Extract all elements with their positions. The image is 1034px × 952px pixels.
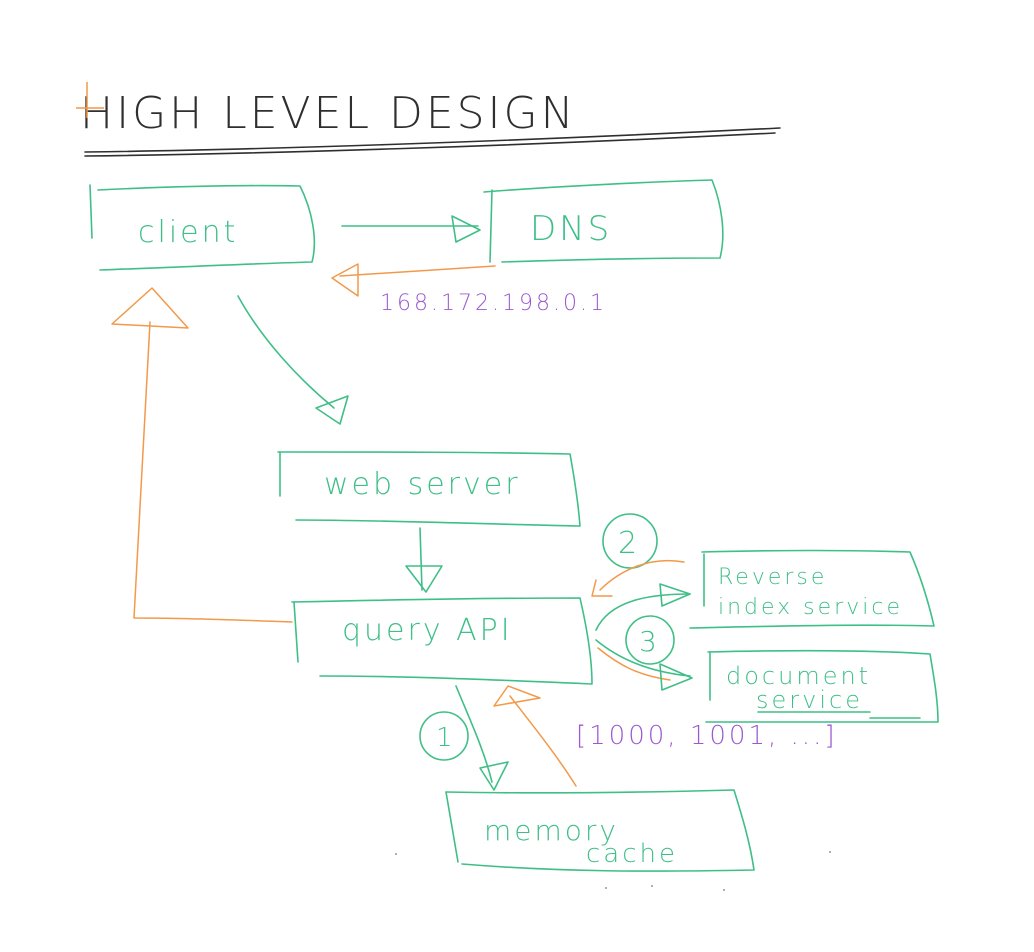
- query-to-document-line: [595, 639, 691, 677]
- reverse-index-label-line2: index service: [718, 595, 903, 620]
- query-to-cache-line: [455, 685, 493, 783]
- document-ids-list: [1000, 1001, ...]: [576, 721, 837, 751]
- title-text: HIGH LEVEL DESIGN: [80, 88, 577, 139]
- stray-marks: [395, 851, 831, 891]
- stray-dot: [651, 885, 653, 887]
- cache-to-query-line: [509, 695, 577, 787]
- dns-node: DNS: [483, 179, 724, 263]
- query-api-box-left-edge: [293, 601, 299, 663]
- client-box: [97, 184, 316, 271]
- web-server-box: [277, 451, 581, 527]
- title-orange-cursor-mark: [76, 82, 104, 118]
- cache-to-query-arrowhead: [493, 685, 541, 707]
- reverse-index-node: Reverse index service: [689, 549, 935, 629]
- query-api-label: query API: [342, 613, 513, 648]
- document-service-label-line2: service: [756, 686, 863, 714]
- document-service-box: [705, 649, 939, 723]
- query-to-reverse-line: [595, 593, 691, 631]
- client-to-dns-arrowhead: [451, 215, 481, 243]
- document-service-node: document service: [705, 649, 939, 723]
- reverse-to-query-arrowhead: [591, 579, 613, 597]
- stray-dot: [723, 889, 725, 891]
- title-underline: [84, 127, 781, 153]
- document-service-label-line1: document: [726, 662, 871, 690]
- query-to-client-arrowhead: [111, 287, 189, 329]
- query-api-box: [291, 597, 593, 685]
- title-underline-second: [84, 132, 776, 157]
- client-to-webserver-line: [237, 295, 335, 409]
- query-api-node: query API: [291, 597, 593, 685]
- query-to-reverse-arrow: [595, 583, 691, 631]
- step-2-marker: 2: [602, 513, 658, 569]
- memory-cache-box: [445, 789, 755, 872]
- step-2-number: 2: [618, 526, 640, 561]
- query-to-cache-arrowhead: [479, 761, 509, 791]
- client-label: client: [138, 215, 238, 250]
- webserver-to-query-line: [419, 527, 423, 591]
- step-2-circle: [602, 513, 658, 569]
- dns-to-client-line: [339, 265, 496, 277]
- diagram-title: HIGH LEVEL DESIGN: [76, 82, 781, 157]
- reverse-to-query-line: [599, 559, 685, 591]
- step-1-marker: 1: [419, 711, 469, 761]
- dns-to-client-arrowhead: [331, 263, 359, 297]
- step-1-circle: [419, 711, 469, 761]
- reverse-to-query-arrow: [591, 559, 685, 597]
- reverse-index-box: [689, 549, 935, 629]
- webserver-to-query-arrowhead: [405, 565, 443, 593]
- client-to-webserver-arrow: [237, 295, 349, 425]
- dns-ip-address: 168.172.198.0.1: [380, 291, 607, 316]
- step-3-circle: [625, 615, 675, 665]
- client-to-dns-arrow: [341, 215, 481, 243]
- reverse-index-label-line1: Reverse: [718, 565, 827, 590]
- memory-cache-label-line2: cache: [586, 839, 678, 869]
- step-1-number: 1: [436, 723, 456, 753]
- memory-cache-node: memory cache: [445, 789, 755, 872]
- dns-to-client-arrow: [331, 263, 496, 297]
- web-server-label: web server: [324, 467, 521, 502]
- query-to-client-arrow: [111, 287, 293, 623]
- dns-box-left-edge: [489, 189, 493, 263]
- client-to-webserver-arrowhead: [315, 395, 349, 425]
- stray-dot: [829, 851, 831, 853]
- web-server-node: web server: [277, 451, 581, 527]
- client-node: client: [89, 184, 316, 271]
- webserver-to-query-arrow: [405, 527, 443, 593]
- client-box-left-edge: [89, 184, 93, 239]
- memory-cache-box-left-edge: [445, 791, 459, 863]
- query-to-document-arrowhead: [659, 663, 693, 691]
- step-3-marker: 3: [625, 615, 675, 665]
- document-service-underline: [757, 711, 921, 719]
- stray-dot: [395, 853, 397, 855]
- query-to-reverse-arrowhead: [659, 583, 691, 607]
- memory-cache-label-line1: memory: [484, 814, 619, 847]
- dns-label: DNS: [530, 209, 612, 249]
- step-3-number: 3: [639, 625, 660, 658]
- cache-to-query-arrow: [493, 685, 577, 787]
- query-to-cache-arrow: [455, 685, 509, 791]
- stray-dot: [605, 887, 607, 889]
- query-to-document-arrow: [595, 639, 693, 691]
- query-to-client-line: [133, 321, 293, 623]
- dns-box: [483, 179, 724, 263]
